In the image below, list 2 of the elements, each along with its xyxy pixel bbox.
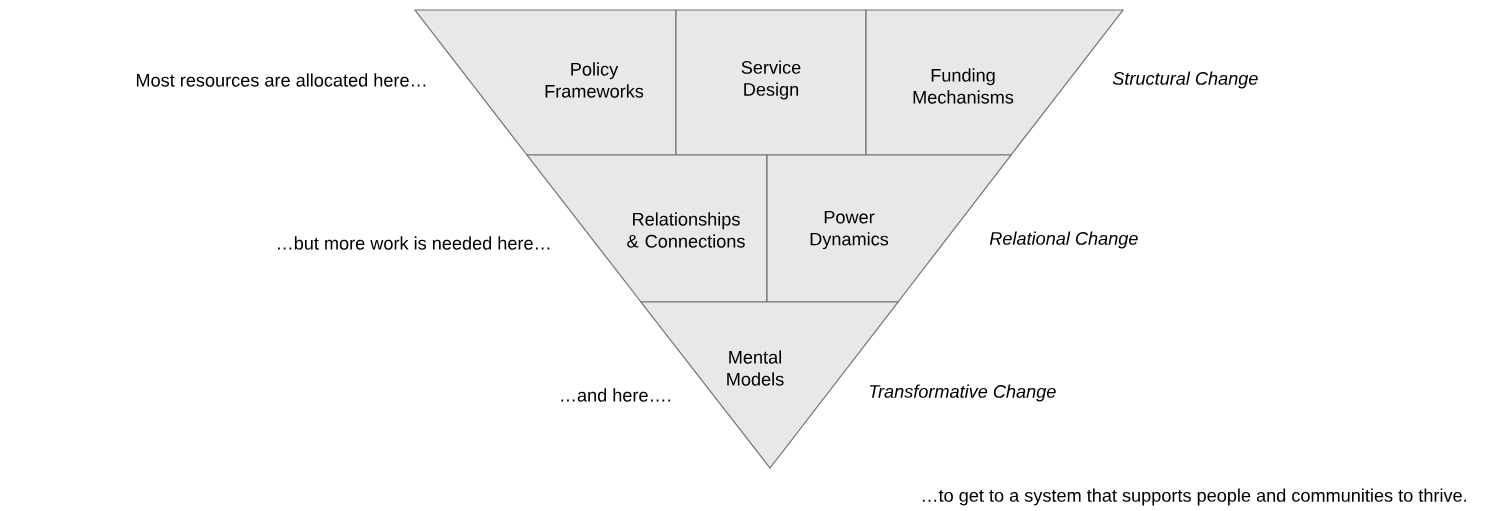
diagram-cell: Service Design: [675, 9, 867, 156]
annotation-text: …to get to a system that supports people and communities to thrive.: [922, 488, 1467, 506]
